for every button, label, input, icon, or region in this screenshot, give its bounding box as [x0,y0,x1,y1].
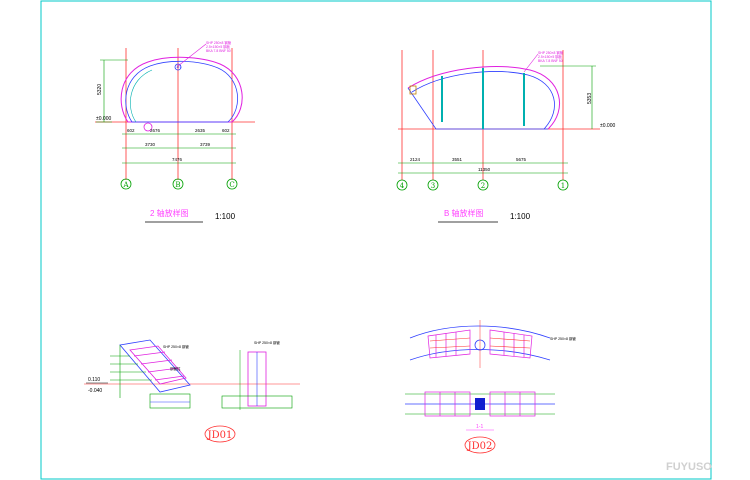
right-dim-1b: 3551 [452,157,463,162]
sheet-border [40,0,712,480]
arch-rib [130,69,153,123]
jd02-section-plates [424,391,536,417]
jd01-section-note: SHP 250×8 钢管 [254,340,280,345]
left-dim-1a: 602 [127,128,135,133]
grid-bubble-2 [477,179,489,191]
left-dim-total: 7476 [172,157,183,162]
jd01-note-left: 钢管柱 [170,366,181,371]
end-bracket [409,85,417,95]
jd02-section-core [475,398,485,410]
grid-label-4: 4 [400,182,405,190]
jd02-plates-top [427,329,533,359]
left-dim-2a: 3730 [145,142,156,147]
grid-bubble-b [172,178,184,190]
grid-label-b: B [175,181,180,189]
grid-bubble-a [120,178,132,190]
shell-outer [407,66,561,130]
right-dim-1c: 5675 [516,157,527,162]
jd01-level-bottom: -0.040 [88,388,102,394]
detail-jd01: 0.110 -0.040 SHP 250×8 钢管 钢管柱 SHP 250×8 … [84,339,300,443]
left-dim-1d: 602 [222,128,230,133]
left-dim-2b: 3739 [200,142,211,147]
base-node [143,122,153,132]
left-note-line-1: SHP 250×8 钢管 [206,40,232,45]
right-height-dim: 5353 [587,93,593,104]
jd01-note-right: SHP 250×8 钢管 [163,344,189,349]
grid-bubble-1 [557,179,569,191]
right-scale: 1:100 [510,212,531,221]
left-note-line-2: 2.5×150×5 钢板 [206,44,231,49]
left-note-line-3: BKA 7.8 BNF 50 [206,49,231,53]
detail-jd02: SHP 250×8 钢管 1-1 JD02 [405,320,576,454]
jd01-label-ring [204,425,236,443]
apex-node [174,63,182,71]
jd02-label-ring [464,436,496,454]
jd01-plate [119,339,191,393]
right-elevation: SHP 250×8 钢管 2.5×150×5 钢板 BKA 7.8 BNF 50… [396,50,615,223]
jd01-rebar [110,345,152,398]
grid-bubble-c [226,178,238,190]
watermark: FUYUSO [666,461,712,473]
right-dim-1a: 2124 [410,157,421,162]
jd02-bolts-top [429,337,531,349]
left-scale: 1:100 [215,212,236,221]
grid-bubble-3 [427,179,439,191]
grid-bubble-4 [396,179,408,191]
jd01-level-top: 0.110 [88,377,100,383]
left-dim-1c: 2635 [195,128,206,133]
right-dim-total: 11350 [478,167,491,172]
grid-label-1: 1 [561,182,565,190]
right-note-line-1: SHP 250×8 钢管 [538,50,564,55]
note-leader [177,43,207,67]
grid-label-c: C [229,181,234,189]
right-note-leader [523,53,539,73]
right-note-line-2: 2.5×150×5 钢板 [538,54,563,59]
shell-base [407,87,548,130]
jd02-section-label: 1-1 [476,424,483,430]
jd01-gusset [129,345,187,385]
jd01-footing [221,395,293,409]
arch-outer [120,56,243,123]
jd01-label: JD01 [207,430,233,441]
jd02-arc-outer [409,325,551,339]
grid-label-3: 3 [431,182,435,190]
grid-label-2: 2 [481,182,485,190]
jd02-label: JD02 [467,441,493,452]
left-height-dim: 5320 [97,84,103,95]
jd01-ribs [133,351,185,381]
right-caption: B 轴放样图 [444,208,484,218]
left-caption: 2 轴放样图 [150,208,189,218]
apex-tag: 1/1 [176,64,182,69]
grid-label-a: A [122,181,129,189]
jd01-base [149,393,191,409]
left-dim-1b: 2676 [150,128,161,133]
left-level-mark: ±0.000 [96,116,111,122]
arch-inner [125,60,238,123]
right-level-mark: ±0.000 [600,123,615,129]
right-note-line-3: BKA 7.8 BNF 50 [538,59,563,63]
left-elevation: 1/1 SHP 250×8 钢管 2.5×150×5 钢板 BKA 7.8 BN… [95,40,255,223]
jd02-note-right: SHP 250×8 钢管 [550,336,576,341]
